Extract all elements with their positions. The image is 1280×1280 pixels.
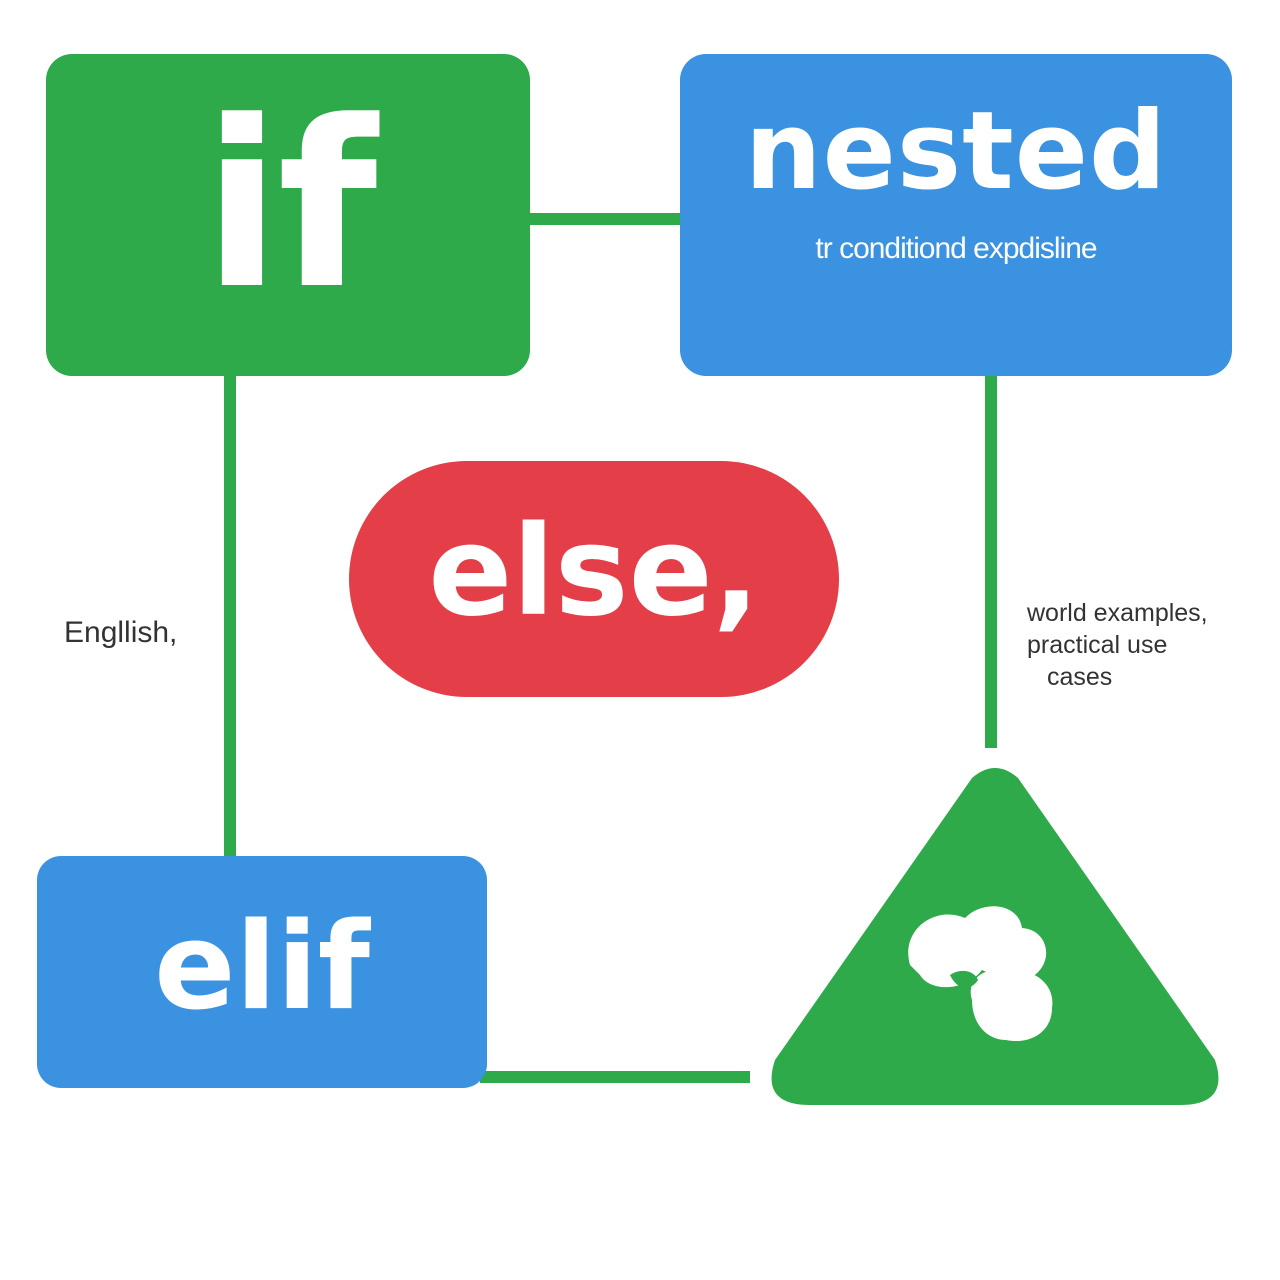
nested-subtitle: tr conditiond expdisline	[815, 234, 1097, 264]
blob-icon	[908, 906, 1053, 1042]
elif-node: elif	[37, 856, 487, 1088]
triangle-node	[771, 768, 1219, 1105]
right-annotation-line-3: cases	[1047, 663, 1113, 691]
if-label: if	[202, 72, 378, 340]
else-label: else,	[428, 500, 760, 644]
elif-label: elif	[154, 897, 370, 1037]
left-annotation: Engllish,	[64, 616, 178, 649]
right-annotation: world examples, practical use cases	[1027, 597, 1267, 693]
nested-label: nested	[744, 89, 1168, 214]
nested-node: nested tr conditiond expdisline	[680, 54, 1232, 376]
right-annotation-line-1: world examples,	[1027, 599, 1208, 627]
else-node: else,	[349, 461, 839, 697]
right-annotation-line-2: practical use	[1027, 631, 1168, 659]
if-node: if	[46, 54, 530, 376]
